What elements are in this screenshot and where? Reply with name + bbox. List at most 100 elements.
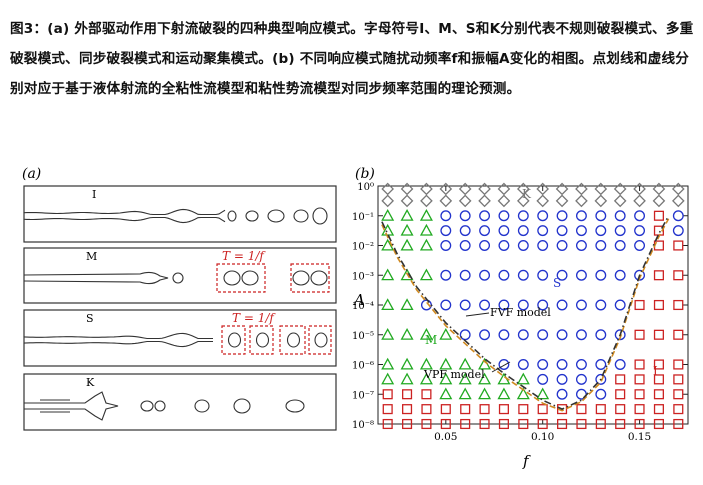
marker-m [419, 328, 433, 340]
marker-m [478, 387, 492, 400]
marker-m [419, 238, 433, 251]
marker-m [400, 372, 414, 385]
marker-s [537, 269, 549, 281]
marker-m [478, 372, 492, 385]
marker-s [556, 388, 568, 400]
marker-k [516, 194, 530, 208]
period-box [249, 325, 274, 355]
marker-i [673, 359, 684, 370]
marker-k [439, 194, 453, 208]
marker-m [400, 209, 414, 221]
jet-body [24, 391, 119, 421]
fvf-pointer [465, 312, 490, 317]
marker-k [420, 194, 433, 208]
marker-s [595, 299, 607, 311]
marker-s [537, 210, 549, 222]
y-tick-label: 10⁻⁶ [352, 361, 374, 372]
marker-m [536, 387, 550, 400]
marker-s [556, 269, 568, 281]
jet-lower-edge [23, 340, 213, 348]
marker-i [576, 418, 587, 430]
marker-s [556, 240, 568, 251]
marker-m [419, 357, 433, 370]
droplet [245, 210, 259, 222]
mode-label-k: K [86, 376, 95, 389]
marker-s [517, 359, 529, 370]
marker-m [400, 238, 414, 251]
marker-i [440, 418, 451, 430]
droplet [292, 270, 310, 286]
marker-i [653, 374, 664, 385]
marker-i [595, 418, 606, 430]
marker-s [575, 240, 587, 251]
marker-i [498, 404, 509, 415]
x-tick-label: 0.05 [434, 431, 457, 443]
marker-i [673, 374, 684, 385]
marker-s [498, 225, 510, 237]
marker-i [653, 299, 664, 311]
marker-m [419, 268, 433, 281]
mode-label-i: I [92, 188, 96, 201]
marker-s [556, 359, 568, 370]
marker-s [440, 240, 452, 251]
marker-k [594, 194, 608, 208]
mode-label-m: M [86, 250, 97, 263]
marker-s [440, 210, 452, 222]
marker-i [634, 374, 645, 385]
marker-i [673, 389, 684, 400]
marker-s [498, 329, 510, 341]
marker-s [595, 359, 607, 370]
marker-s [595, 269, 607, 281]
jet-body [23, 271, 169, 285]
vpf-pointer [491, 361, 511, 373]
marker-m [497, 387, 511, 400]
marker-i [673, 329, 684, 340]
marker-i [634, 389, 645, 400]
jet-frame-k [23, 373, 337, 431]
marker-i [402, 418, 413, 430]
marker-k [652, 182, 666, 196]
marker-k [400, 182, 414, 196]
marker-s [498, 240, 510, 251]
marker-k [594, 182, 608, 196]
marker-k [575, 182, 588, 196]
marker-s [498, 299, 510, 311]
marker-i [653, 210, 664, 221]
marker-s [459, 240, 471, 251]
marker-k [652, 194, 666, 208]
marker-m [516, 372, 530, 385]
marker-s [575, 359, 587, 370]
marker-k [478, 182, 491, 196]
marker-m [439, 372, 453, 385]
marker-s [459, 225, 471, 237]
droplet [312, 207, 328, 225]
marker-s [479, 329, 491, 341]
marker-k [536, 182, 550, 196]
panel-b-label: (b) [355, 166, 375, 182]
marker-i [653, 418, 664, 430]
marker-s [575, 225, 587, 237]
marker-s [517, 240, 529, 251]
droplet [286, 332, 301, 348]
marker-i [615, 374, 626, 385]
marker-k [671, 194, 685, 208]
y-tick-label: 10⁻⁵ [352, 331, 374, 342]
marker-i [498, 418, 509, 430]
marker-i [479, 404, 490, 415]
marker-s [614, 269, 626, 281]
marker-s [614, 359, 626, 370]
marker-i [615, 404, 626, 415]
y-axis-label: A [352, 291, 365, 309]
jet-frame-s [23, 309, 337, 367]
marker-m [516, 387, 530, 400]
fvf-label: FVF model [490, 306, 551, 319]
marker-k [478, 194, 491, 208]
marker-i [382, 389, 393, 400]
marker-i [673, 418, 684, 430]
marker-m [419, 223, 433, 236]
marker-s [537, 240, 549, 251]
region-label-i: I [653, 364, 658, 378]
marker-s [595, 210, 607, 222]
marker-s [614, 240, 626, 251]
droplet [285, 399, 305, 413]
